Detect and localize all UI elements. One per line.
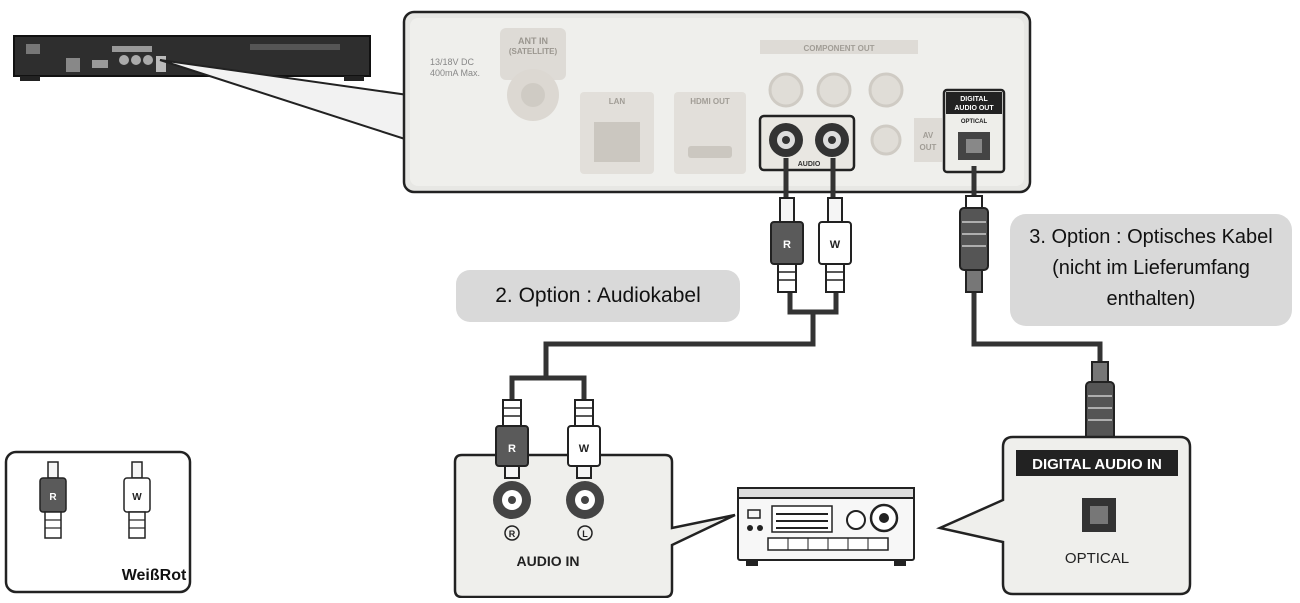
optical-in-label: OPTICAL <box>1065 550 1129 567</box>
option-optical-line1: 3. Option : Optisches Kabel <box>1029 226 1273 248</box>
option-audio-pill <box>456 270 740 322</box>
av-out-label: AV <box>923 131 934 140</box>
component-port-pb <box>816 72 852 108</box>
option-audio-label: 2. Option : Audiokabel <box>495 284 701 307</box>
component-port-y <box>768 72 804 108</box>
audio-in-l-symbol: L <box>582 529 588 539</box>
lan-port <box>594 122 640 162</box>
rca-plug-white-lower: W <box>567 399 601 479</box>
legend-label: WeißRot <box>122 567 187 584</box>
legend-plug-white: W <box>123 461 151 539</box>
legend-plug-red: R <box>39 461 67 539</box>
av-receiver <box>737 487 915 566</box>
rca-plug-red-lower: R <box>495 399 529 479</box>
plug-letter: R <box>783 239 791 251</box>
av-out-label-2: OUT <box>920 143 937 152</box>
component-port-pr <box>868 72 904 108</box>
legend-box: R W WeißRot <box>4 450 192 594</box>
lan-label: LAN <box>609 97 626 106</box>
digital-audio-in-header: DIGITAL AUDIO IN <box>1032 456 1162 473</box>
audio-in-label: AUDIO IN <box>517 553 580 569</box>
component-out-label: COMPONENT OUT <box>803 44 874 53</box>
option-optical-pill <box>1010 214 1292 326</box>
device-rear-thumbnail <box>13 35 371 81</box>
option-optical-line3: enthalten) <box>1106 288 1196 310</box>
digital-audio-out-label-2: AUDIO OUT <box>954 105 994 112</box>
hdmi-out-label: HDMI OUT <box>690 97 730 106</box>
rear-panel: 13/18V DC 400mA Max. ANT IN (SATELLITE) … <box>402 10 1032 194</box>
rca-plug-white-upper: W <box>818 197 852 293</box>
hdmi-port <box>688 146 732 158</box>
power-spec: 13/18V DC <box>430 57 475 67</box>
audio-out-label: AUDIO <box>798 161 821 168</box>
plug-letter: W <box>830 239 841 251</box>
rca-plug-red-upper: R <box>770 197 804 293</box>
digital-audio-out-label: DIGITAL <box>960 96 988 103</box>
ant-in-label: ANT IN <box>518 36 548 46</box>
plug-letter: R <box>49 492 57 503</box>
optical-port-label: OPTICAL <box>961 119 988 125</box>
digital-audio-in-callout: DIGITAL AUDIO IN OPTICAL <box>936 435 1192 596</box>
audio-cable <box>509 158 839 400</box>
power-spec-2: 400mA Max. <box>430 68 480 78</box>
optical-plug-upper <box>959 195 989 293</box>
plug-letter: W <box>579 443 590 455</box>
ant-in-sub: (SATELLITE) <box>509 47 558 56</box>
option-optical-line2: (nicht im Lieferumfang <box>1052 257 1250 279</box>
audio-in-callout: R W R L AUDIO IN <box>453 399 736 599</box>
plug-letter: R <box>508 443 516 455</box>
plug-letter: W <box>132 492 142 503</box>
audio-in-r-symbol: R <box>509 529 516 539</box>
option-optical-label: 3. Option : Optisches Kabel (nicht im Li… <box>1010 222 1292 315</box>
